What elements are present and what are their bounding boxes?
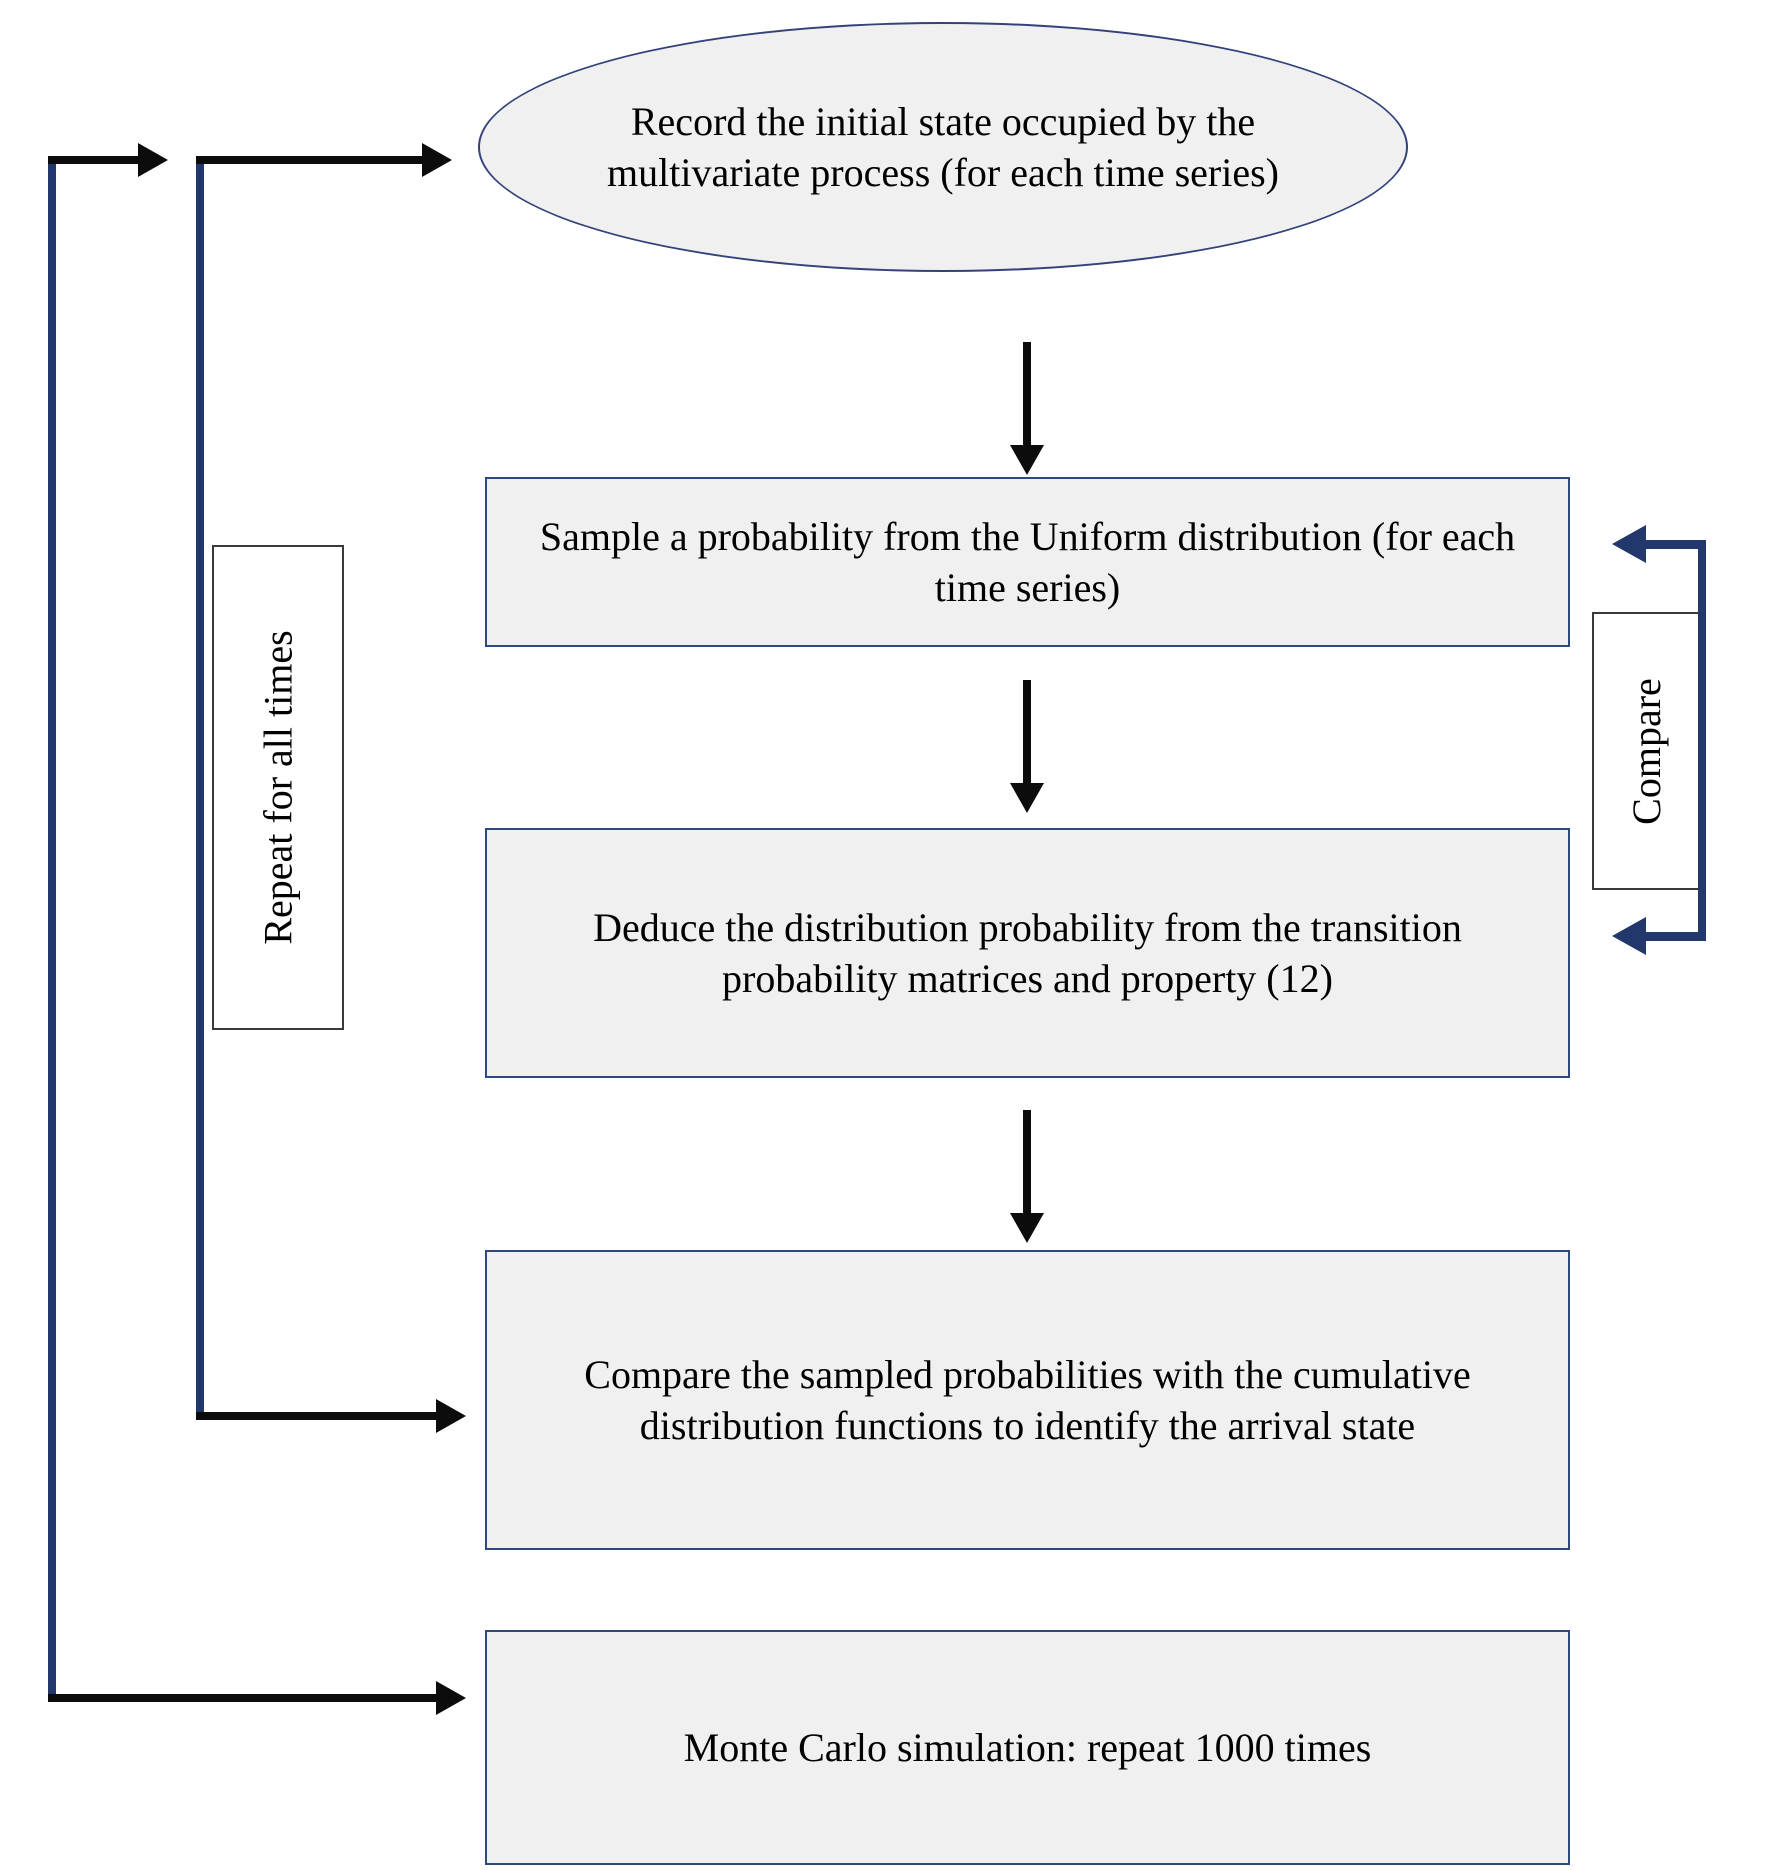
connector-start-to-sample-line — [1023, 342, 1031, 447]
label-compare[interactable]: Compare — [1592, 612, 1700, 890]
connector-compare-loop-top-arrowhead — [1612, 525, 1646, 563]
connector-repeat-loop-spine — [196, 158, 204, 1418]
label-repeat-for-all-times-text: Repeat for all times — [255, 630, 301, 945]
node-record-initial-state-label: Record the initial state occupied by the… — [607, 98, 1279, 195]
label-compare-text: Compare — [1623, 677, 1669, 825]
connector-repeat-loop-top-line — [196, 156, 426, 164]
label-repeat-for-all-times[interactable]: Repeat for all times — [212, 545, 344, 1030]
node-sample-probability-label: Sample a probability from the Uniform di… — [539, 513, 1516, 610]
connector-repeat-loop-top-arrowhead — [422, 143, 452, 177]
node-monte-carlo-simulation[interactable]: Monte Carlo simulation: repeat 1000 time… — [485, 1630, 1570, 1865]
node-sample-probability[interactable]: Sample a probability from the Uniform di… — [485, 477, 1570, 647]
connector-sample-to-deduce-arrowhead — [1010, 783, 1044, 813]
connector-compare-loop-top-line — [1638, 540, 1706, 549]
connector-repeat-loop-bottom-arrowhead — [436, 1399, 466, 1433]
connector-outer-loop-spine — [48, 158, 56, 1700]
node-monte-carlo-simulation-label: Monte Carlo simulation: repeat 1000 time… — [683, 1724, 1372, 1770]
node-compare-sampled-probabilities-label: Compare the sampled probabilities with t… — [584, 1351, 1471, 1448]
node-deduce-distribution-probability[interactable]: Deduce the distribution probability from… — [485, 828, 1570, 1078]
connector-outer-loop-bottom-line — [48, 1694, 440, 1702]
connector-outer-loop-bottom-arrowhead — [436, 1681, 466, 1715]
connector-outer-loop-top-arrowhead — [138, 143, 168, 177]
connector-compare-loop-bottom-line — [1638, 932, 1706, 941]
connector-deduce-to-compare-step-arrowhead — [1010, 1213, 1044, 1243]
connector-repeat-loop-bottom-line — [196, 1412, 440, 1420]
node-compare-sampled-probabilities[interactable]: Compare the sampled probabilities with t… — [485, 1250, 1570, 1550]
node-record-initial-state[interactable]: Record the initial state occupied by the… — [478, 22, 1408, 272]
connector-deduce-to-compare-step-line — [1023, 1110, 1031, 1215]
connector-sample-to-deduce-line — [1023, 680, 1031, 785]
connector-outer-loop-top-line — [48, 156, 144, 164]
node-deduce-distribution-probability-label: Deduce the distribution probability from… — [593, 904, 1462, 1001]
connector-start-to-sample-arrowhead — [1010, 445, 1044, 475]
connector-compare-loop-bottom-arrowhead — [1612, 917, 1646, 955]
